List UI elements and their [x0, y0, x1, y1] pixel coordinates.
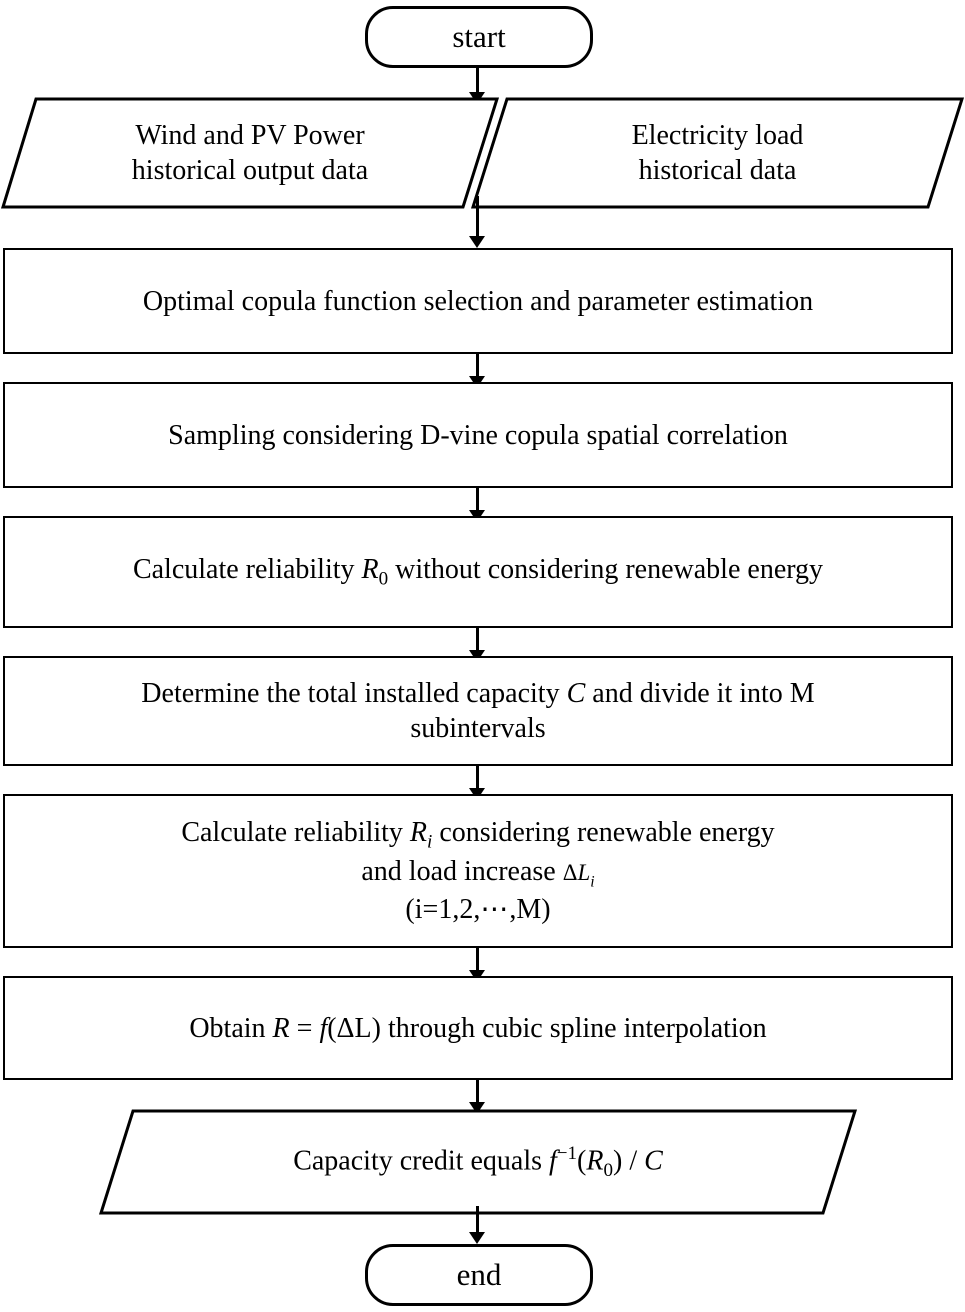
node-reliability-ri-pre: Calculate reliability	[181, 816, 410, 848]
node-input-wind-pv-line1: Wind and PV Power	[135, 120, 365, 151]
node-reliability-ri-line2-pre: and load increase	[361, 856, 563, 888]
node-input-load-line2: historical data	[638, 155, 797, 186]
paren-close: )	[612, 1144, 623, 1176]
paren-open: (	[577, 1144, 587, 1176]
node-total-capacity-post: and divide it into M	[585, 678, 815, 709]
connector-credit-to-end-arrowhead	[469, 1232, 485, 1244]
node-total-capacity-text: Determine the total installed capacity C…	[141, 676, 814, 746]
node-reliability-r0-text: Calculate reliability R0 without conside…	[133, 552, 823, 591]
var-R: R	[361, 554, 379, 586]
node-reliability-ri-line3-end: ,M)	[509, 894, 551, 926]
node-capacity-credit-text: Capacity credit equals f−1(R0) / C	[98, 1108, 858, 1216]
node-end: end	[365, 1244, 593, 1306]
parallelogram-shape-wind-pv	[0, 97, 500, 209]
node-input-load-line1: Electricity load	[631, 120, 804, 151]
spline-argument: (ΔL)	[327, 1012, 381, 1044]
node-reliability-r0-post: without considering renewable energy	[388, 554, 824, 586]
node-sampling-label: Sampling considering D-vine copula spati…	[168, 419, 788, 451]
node-reliability-ri-post: considering renewable energy	[432, 816, 775, 848]
node-cubic-spline-text: Obtain R = f(ΔL) through cubic spline in…	[189, 1011, 766, 1046]
connector-inputs-to-copula-arrowhead	[469, 236, 485, 248]
node-input-load-text: Electricity load historical data	[470, 96, 965, 210]
var-R-subscript: 0	[378, 568, 389, 590]
connector-sampling-to-r0	[476, 488, 479, 516]
node-input-wind-pv: Wind and PV Power historical output data	[0, 96, 500, 210]
node-capacity-credit: Capacity credit equals f−1(R0) / C	[98, 1108, 858, 1216]
var-C: C	[566, 678, 586, 709]
connector-start-to-inputs	[476, 68, 479, 98]
connector-copula-to-sampling	[476, 354, 479, 382]
var-R0-subscript: 0	[603, 1159, 613, 1181]
connector-ri-to-spline	[476, 948, 479, 976]
node-copula-selection-label: Optimal copula function selection and pa…	[142, 285, 814, 317]
connector-inputs-to-copula	[476, 196, 479, 242]
var-Ri-subscript: i	[427, 831, 433, 853]
var-C-credit: C	[644, 1144, 663, 1176]
var-f-exponent: −1	[556, 1142, 578, 1164]
node-end-label: end	[456, 1256, 502, 1292]
node-reliability-ri-line1: Calculate reliability Ri considering ren…	[181, 815, 774, 854]
var-R-spline: R	[272, 1012, 290, 1044]
parallelogram-shape-load	[470, 97, 965, 209]
connector-credit-to-end	[476, 1206, 479, 1238]
node-cubic-spline: Obtain R = f(ΔL) through cubic spline in…	[3, 976, 953, 1080]
var-R0: R	[586, 1144, 604, 1176]
var-f: f	[319, 1012, 328, 1044]
ellipsis-symbol: ⋯	[480, 894, 510, 926]
capacity-credit-pre: Capacity credit equals	[293, 1144, 549, 1176]
var-L: L	[577, 860, 591, 886]
node-reliability-ri-text: Calculate reliability Ri considering ren…	[181, 815, 774, 928]
node-start-label: start	[452, 18, 506, 54]
node-reliability-ri-line3: (i=1,2,⋯,M)	[181, 892, 774, 927]
node-reliability-ri-line3-start: (i=1,2,	[405, 894, 481, 926]
node-sampling: Sampling considering D-vine copula spati…	[3, 382, 953, 488]
node-input-load: Electricity load historical data	[470, 96, 965, 210]
delta-symbol: Δ	[562, 860, 578, 886]
node-start: start	[365, 6, 593, 68]
node-cubic-spline-post: through cubic spline interpolation	[380, 1012, 767, 1044]
slash-symbol: /	[622, 1144, 645, 1176]
node-reliability-r0: Calculate reliability R0 without conside…	[3, 516, 953, 628]
node-reliability-ri-line2: and load increase ΔLi	[181, 854, 774, 892]
node-total-capacity-line1: Determine the total installed capacity C…	[141, 676, 814, 711]
node-cubic-spline-pre: Obtain	[189, 1012, 273, 1044]
node-total-capacity: Determine the total installed capacity C…	[3, 656, 953, 766]
var-Ri: R	[409, 816, 428, 848]
var-L-subscript: i	[590, 873, 595, 891]
node-total-capacity-line2: subintervals	[410, 713, 546, 744]
node-total-capacity-pre: Determine the total installed capacity	[141, 678, 567, 709]
spline-equals: =	[289, 1012, 320, 1044]
var-f-inverse: f	[549, 1144, 557, 1176]
parallelogram-shape-capacity-credit	[98, 1109, 858, 1215]
connector-spline-to-credit	[476, 1080, 479, 1108]
connector-capacity-to-ri	[476, 766, 479, 794]
node-reliability-ri: Calculate reliability Ri considering ren…	[3, 794, 953, 948]
node-input-wind-pv-line2: historical output data	[131, 155, 369, 186]
node-copula-selection: Optimal copula function selection and pa…	[3, 248, 953, 354]
connector-r0-to-capacity	[476, 628, 479, 656]
node-reliability-r0-pre: Calculate reliability	[132, 554, 362, 586]
node-input-wind-pv-text: Wind and PV Power historical output data	[0, 96, 500, 210]
